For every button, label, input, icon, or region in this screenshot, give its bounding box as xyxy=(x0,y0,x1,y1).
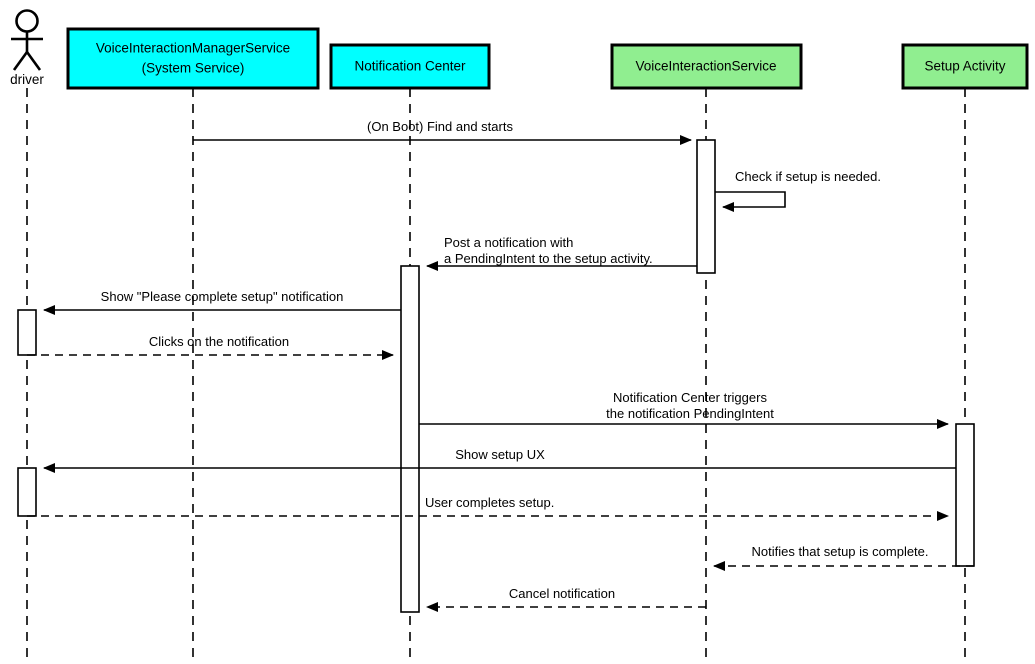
message-post-a-notification[interactable]: Post a notification with a PendingIntent… xyxy=(426,235,697,271)
message-label: Show setup UX xyxy=(455,447,545,462)
participant-box-voiceinteractionmanagerservice[interactable]: VoiceInteractionManagerService (System S… xyxy=(66,27,320,90)
message-label: Clicks on the notification xyxy=(149,334,289,349)
message-label: Cancel notification xyxy=(509,586,615,601)
participant-label-line1: VoiceInteractionService xyxy=(635,59,776,74)
activation-bar-setup-activity-1 xyxy=(955,423,975,567)
activation-bars-group xyxy=(17,139,975,613)
activation-bar-driver-1 xyxy=(17,309,37,356)
actor-right-leg-icon xyxy=(25,51,42,71)
actor-head-icon xyxy=(15,9,39,33)
message-notification-center-triggers-pendingintent[interactable]: Notification Center triggers the notific… xyxy=(419,390,949,429)
message-check-if-setup-is-needed[interactable]: Check if setup is needed. xyxy=(715,169,881,212)
message-show-please-complete-setup-notification[interactable]: Show "Please complete setup" notificatio… xyxy=(43,289,401,315)
message-user-completes-setup[interactable]: User completes setup. xyxy=(27,495,949,521)
actor-driver-label: driver xyxy=(10,72,44,87)
message-label-line1: Post a notification with xyxy=(444,235,573,250)
message-cancel-notification[interactable]: Cancel notification xyxy=(426,586,706,612)
participant-label-line1: Notification Center xyxy=(354,59,466,74)
message-label-line2: the notification PendingIntent xyxy=(606,406,774,421)
message-show-setup-ux[interactable]: Show setup UX xyxy=(43,447,956,473)
message-label-line2: a PendingIntent to the setup activity. xyxy=(444,251,653,266)
message-notifies-that-setup-is-complete[interactable]: Notifies that setup is complete. xyxy=(713,544,974,571)
message-label: Show "Please complete setup" notificatio… xyxy=(101,289,344,304)
actor-driver[interactable]: driver xyxy=(10,9,44,88)
participant-label-line1: Setup Activity xyxy=(924,59,1005,74)
activation-bar-notification-center-1 xyxy=(400,265,420,613)
participant-box-voiceinteractionservice[interactable]: VoiceInteractionService xyxy=(610,43,803,90)
activation-bar-voiceinteractionservice-1 xyxy=(696,139,716,274)
participant-box-notification-center[interactable]: Notification Center xyxy=(329,43,491,90)
message-on-boot-find-and-starts[interactable]: (On Boot) Find and starts xyxy=(193,119,692,145)
message-label: Notifies that setup is complete. xyxy=(751,544,928,559)
actor-left-leg-icon xyxy=(12,51,29,71)
message-self-arrow-path xyxy=(715,191,786,212)
participant-box-rect xyxy=(610,43,803,90)
participant-box-rect xyxy=(329,43,491,90)
activation-bar-driver-2 xyxy=(17,467,37,517)
message-label: (On Boot) Find and starts xyxy=(367,119,513,134)
participant-label-line1: VoiceInteractionManagerService xyxy=(96,41,290,56)
message-label: Check if setup is needed. xyxy=(735,169,881,184)
message-label: User completes setup. xyxy=(425,495,554,510)
message-clicks-on-the-notification[interactable]: Clicks on the notification xyxy=(27,334,394,360)
participant-label-line2: (System Service) xyxy=(142,61,245,76)
message-label-line1: Notification Center triggers xyxy=(613,390,767,405)
participant-box-rect xyxy=(901,43,1029,90)
participant-box-rect xyxy=(66,27,320,90)
participant-box-setup-activity[interactable]: Setup Activity xyxy=(901,43,1029,90)
